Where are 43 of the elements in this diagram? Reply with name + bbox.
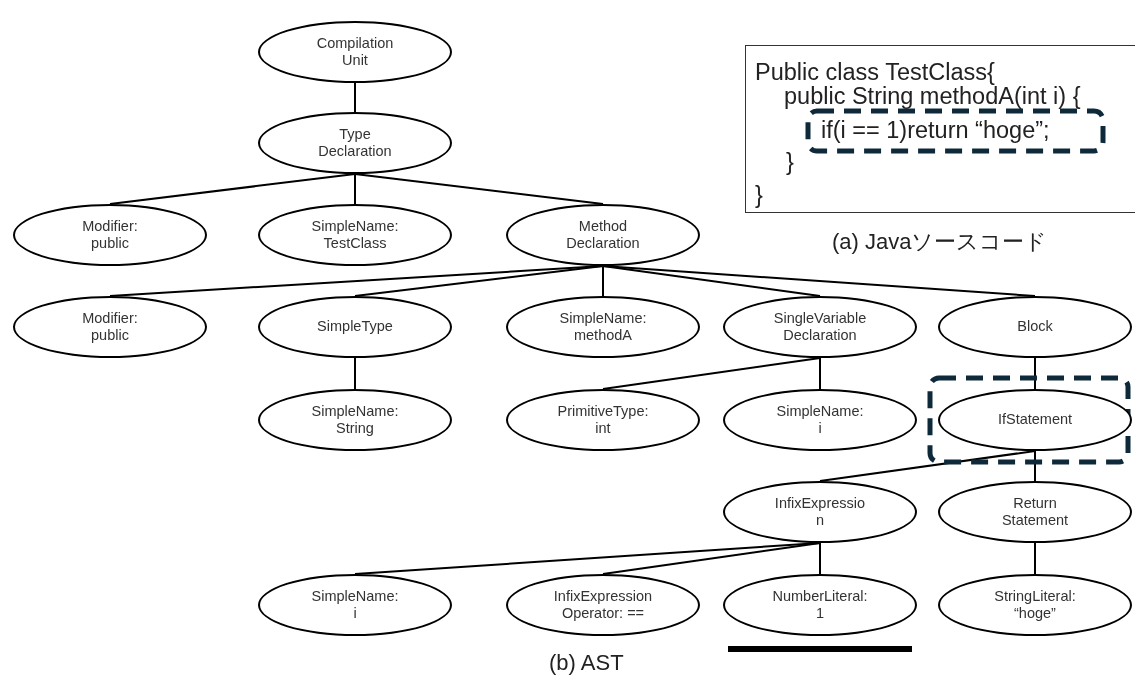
tree-node: InfixExpression Operator: ==	[506, 574, 700, 636]
code-line: Public class TestClass{	[755, 61, 995, 85]
connector-line	[602, 357, 821, 390]
connector-line	[354, 82, 356, 113]
tree-node: Type Declaration	[258, 112, 452, 174]
code-line: public String methodA(int i) {	[784, 85, 1081, 109]
tree-node: StringLiteral: “hoge”	[938, 574, 1132, 636]
tree-node: SimpleName: methodA	[506, 296, 700, 358]
tree-node: Modifier: public	[13, 204, 207, 266]
tree-node: InfixExpressio n	[723, 481, 917, 543]
tree-node: Compilation Unit	[258, 21, 452, 83]
connector-line	[602, 542, 821, 575]
connector-line	[109, 173, 356, 205]
tree-node: IfStatement	[938, 389, 1132, 451]
connector-line	[819, 450, 1036, 482]
figure-caption: (a) Javaソースコード	[832, 231, 1048, 253]
connector-line	[819, 542, 821, 575]
connector-line	[354, 173, 604, 205]
tree-node: Return Statement	[938, 481, 1132, 543]
connector-line	[354, 357, 356, 390]
connector-line	[602, 265, 604, 297]
connector-line	[1034, 542, 1036, 575]
tree-node: SimpleName: i	[723, 389, 917, 451]
code-line: }	[755, 184, 763, 208]
connector-line	[354, 265, 604, 297]
connector-line	[819, 357, 821, 390]
tree-node: PrimitiveType: int	[506, 389, 700, 451]
connector-line	[1034, 450, 1036, 482]
tree-node: Method Declaration	[506, 204, 700, 266]
tree-node: SimpleType	[258, 296, 452, 358]
tree-node: Modifier: public	[13, 296, 207, 358]
code-line: }	[786, 151, 794, 175]
tree-node: SimpleName: String	[258, 389, 452, 451]
connector-line	[602, 265, 1036, 297]
tree-node: Block	[938, 296, 1132, 358]
connector-line	[354, 173, 356, 205]
tree-node: SimpleName: i	[258, 574, 452, 636]
code-line: if(i == 1)return “hoge”;	[821, 119, 1050, 143]
connector-line	[1034, 357, 1036, 390]
tree-node: SingleVariable Declaration	[723, 296, 917, 358]
code-box	[745, 45, 1135, 213]
tree-node: SimpleName: TestClass	[258, 204, 452, 266]
tree-node: NumberLiteral: 1	[723, 574, 917, 636]
